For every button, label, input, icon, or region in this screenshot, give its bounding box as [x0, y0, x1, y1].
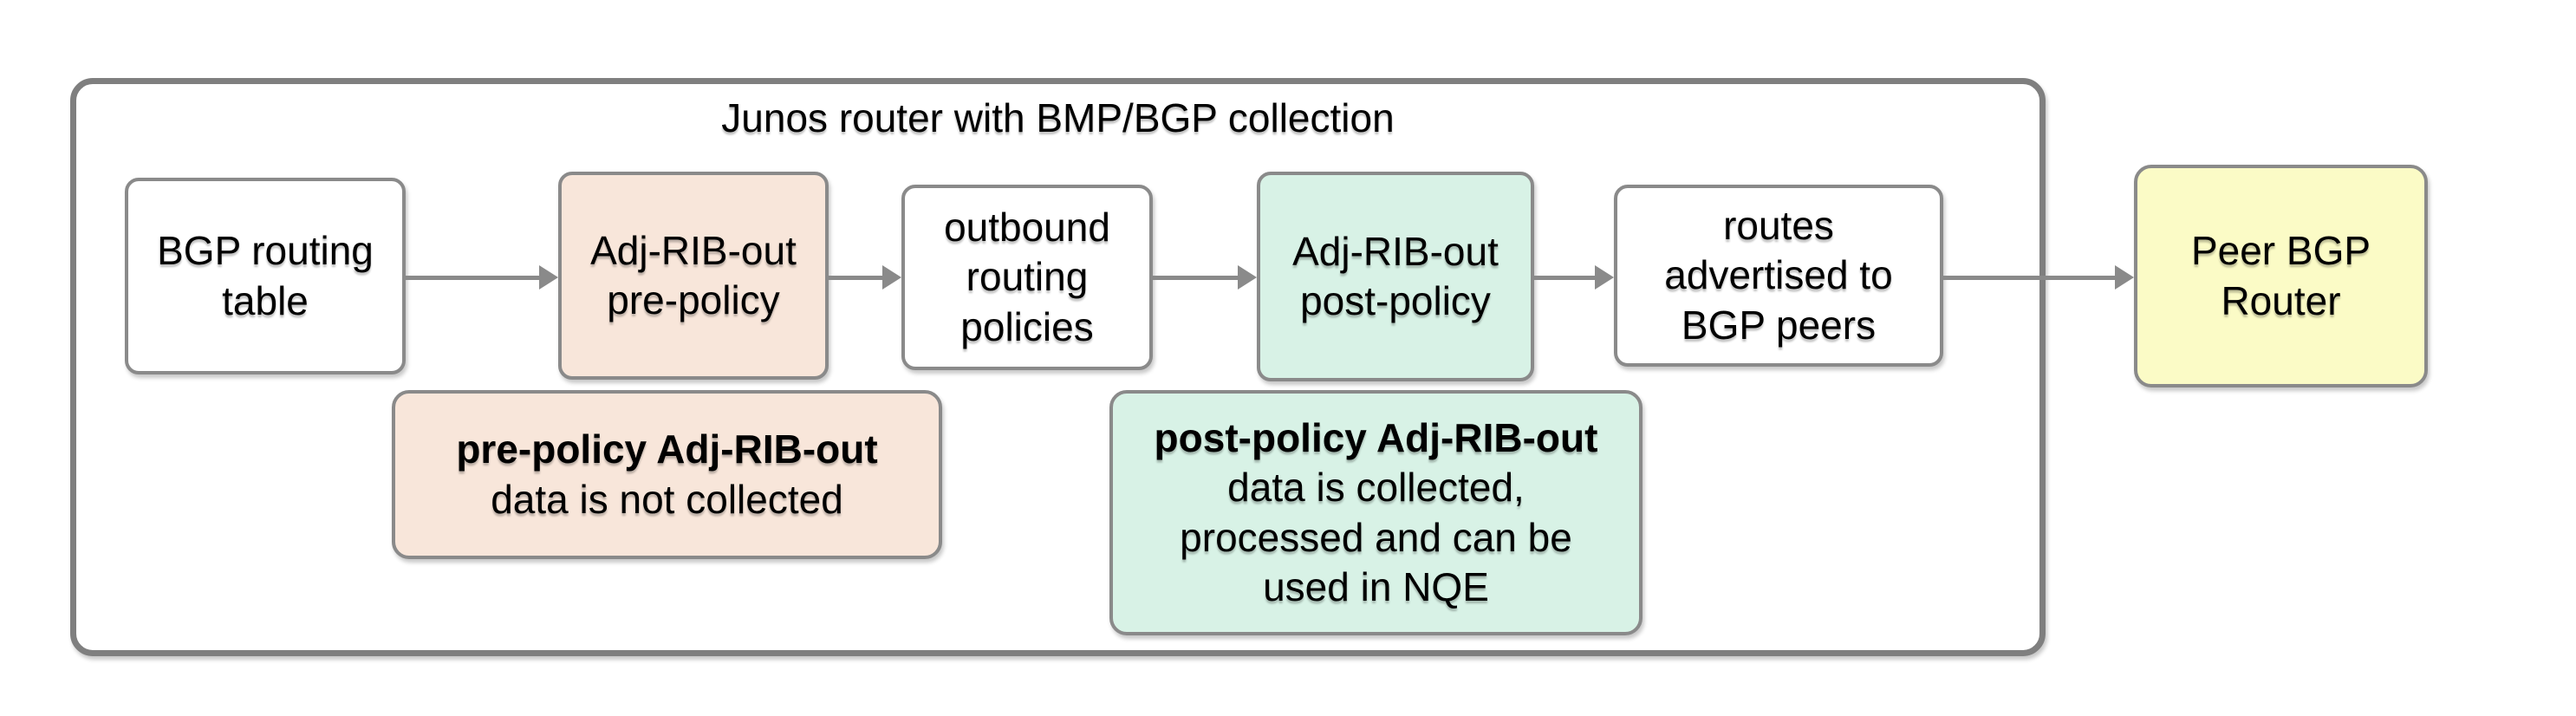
flow-arrow-2: [829, 265, 901, 290]
flow-node-label: Adj-RIB-out post-policy: [1292, 228, 1499, 324]
annotation-post-policy: post-policy Adj-RIB-out data is collecte…: [1109, 390, 1643, 635]
arrowhead-icon: [882, 265, 901, 290]
arrow-line: [1153, 275, 1241, 280]
annotation-line: processed and can be: [1180, 514, 1572, 560]
flow-arrow-1: [406, 265, 558, 290]
flow-node-label: routes advertised to BGP peers: [1664, 202, 1893, 348]
annotation-title: post-policy Adj-RIB-out: [1154, 414, 1598, 460]
annotation-line: used in NQE: [1263, 564, 1489, 609]
flow-node-routes-advertised: routes advertised to BGP peers: [1614, 185, 1943, 367]
arrowhead-icon: [1595, 265, 1614, 290]
arrowhead-icon: [539, 265, 558, 290]
flow-node-adj-rib-out-pre-policy: Adj-RIB-out pre-policy: [558, 172, 829, 380]
arrow-line: [406, 275, 543, 280]
flow-node-label: outbound routing policies: [944, 204, 1110, 349]
annotation-title: pre-policy Adj-RIB-out: [456, 426, 878, 472]
annotation-line: data is not collected: [491, 476, 843, 522]
flow-node-peer-bgp-router: Peer BGP Router: [2134, 165, 2428, 387]
arrow-line: [1534, 275, 1598, 280]
arrow-line: [1943, 275, 2118, 280]
arrowhead-icon: [1238, 265, 1257, 290]
flow-arrow-4: [1534, 265, 1614, 290]
arrowhead-icon: [2115, 265, 2134, 290]
flow-node-outbound-routing-policies: outbound routing policies: [901, 185, 1153, 370]
annotation-line: data is collected,: [1227, 465, 1525, 510]
junos-router-container: Junos router with BMP/BGP collection: [70, 78, 2046, 656]
flow-node-adj-rib-out-post-policy: Adj-RIB-out post-policy: [1257, 172, 1534, 381]
container-title: Junos router with BMP/BGP collection: [721, 95, 1395, 140]
flow-node-label: Adj-RIB-out pre-policy: [590, 227, 797, 323]
flow-node-label: BGP routing table: [157, 228, 374, 323]
flow-arrow-5: [1943, 265, 2134, 290]
flow-arrow-3: [1153, 265, 1257, 290]
flow-node-label: Peer BGP Router: [2190, 228, 2371, 323]
annotation-pre-policy: pre-policy Adj-RIB-out data is not colle…: [392, 390, 942, 559]
flow-node-bgp-routing-table: BGP routing table: [125, 178, 406, 374]
arrow-line: [829, 275, 886, 280]
